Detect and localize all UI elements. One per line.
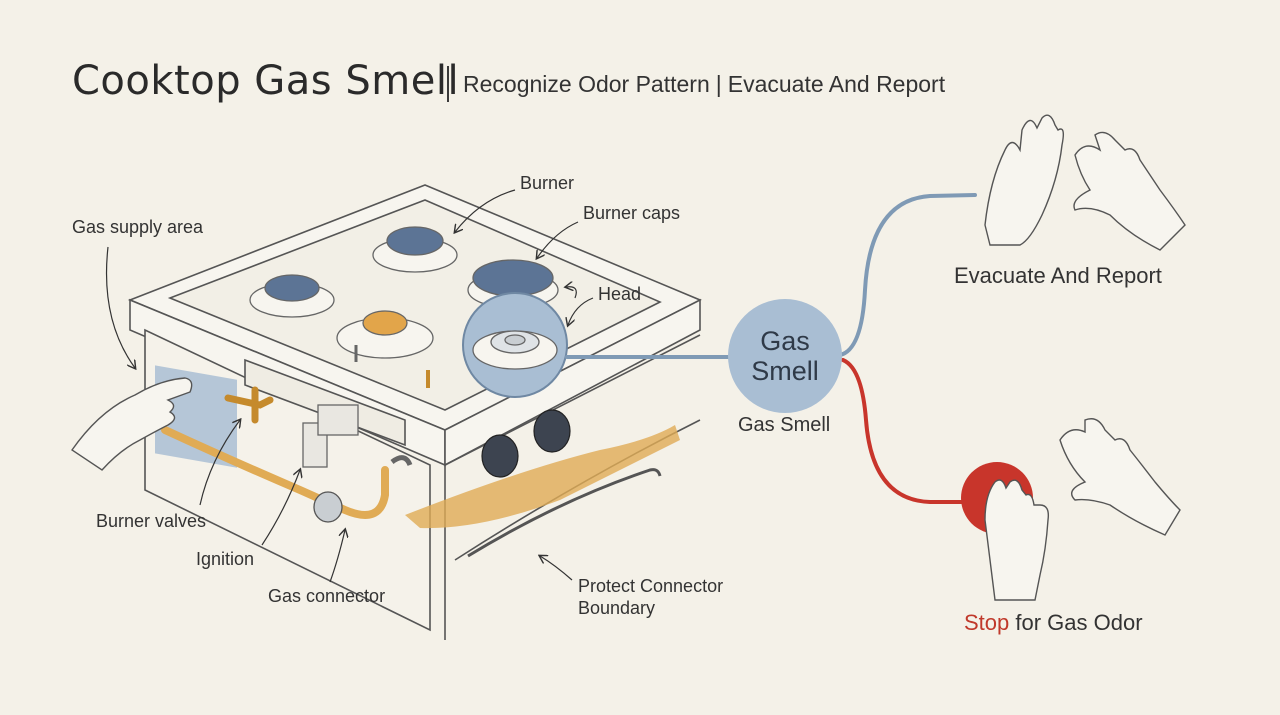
leader-head-up xyxy=(566,287,577,299)
stop-word: Stop xyxy=(964,610,1010,635)
connector-nut xyxy=(313,491,343,523)
outcome-evacuate-label: Evacuate And Report xyxy=(954,263,1162,288)
leader-burner-caps xyxy=(537,221,579,258)
connector-evacuate xyxy=(838,193,977,357)
control-knobs xyxy=(481,409,571,478)
subtitle-evacuate: Evacuate And Report xyxy=(727,71,946,97)
leader-burner xyxy=(455,189,516,232)
page-subtitle: Recognize Odor Pattern|Evacuate And Repo… xyxy=(463,71,945,98)
node-text-line1: Gas xyxy=(760,326,810,356)
valve-manifold-rail xyxy=(244,358,406,447)
leader-burner-valves xyxy=(199,420,240,506)
burner-cap-front-right xyxy=(472,259,554,297)
knob-right xyxy=(533,409,571,453)
brass-valve-fitting xyxy=(224,386,274,424)
burner-cap-back-right xyxy=(386,226,444,256)
leader-head xyxy=(568,297,594,325)
label-gas-supply-area: Gas supply area xyxy=(72,217,204,237)
subtitle-recognize: Recognize Odor Pattern xyxy=(463,71,710,97)
leader-protect-boundary xyxy=(540,556,573,581)
hand-evacuate-right xyxy=(1073,131,1186,251)
oven-handle xyxy=(467,468,662,558)
hand-stop-left xyxy=(984,479,1050,601)
valve-block xyxy=(317,404,359,436)
page-title: Cooktop Gas Smell xyxy=(72,58,460,104)
label-ignition: Ignition xyxy=(196,549,255,569)
label-leaders xyxy=(105,189,594,583)
subtitle-separator: | xyxy=(715,71,722,97)
label-burner: Burner xyxy=(520,173,575,193)
hands-stop xyxy=(984,418,1181,601)
title-divider xyxy=(447,66,449,102)
burner-cap-back-left xyxy=(264,274,320,302)
burner-cap-front-left xyxy=(362,310,408,336)
label-protect-line1: Protect Connector xyxy=(578,576,724,596)
outcome-stop-label: Stop for Gas Odor xyxy=(964,610,1143,636)
connector-stop xyxy=(841,358,972,504)
stop-rest: for Gas Odor xyxy=(1009,610,1143,635)
label-burner-valves: Burner valves xyxy=(96,511,207,531)
hand-evacuate-left xyxy=(984,114,1065,246)
hand-left-shape xyxy=(71,377,193,471)
gas-smell-node-text: Gas Smell xyxy=(735,326,835,386)
gas-smell-caption: Gas Smell xyxy=(738,414,831,436)
leader-gas-connector xyxy=(329,530,345,583)
gas-smell-node xyxy=(728,299,842,413)
hands-evacuate xyxy=(984,114,1186,251)
cooktop-side-edge xyxy=(444,298,701,467)
label-gas-connector: Gas connector xyxy=(268,586,386,606)
protect-connector-boundary-ribbon xyxy=(405,425,680,529)
leader-ignition xyxy=(261,470,300,546)
flow-connectors xyxy=(565,193,977,504)
shutoff-elbow xyxy=(390,455,413,467)
hand-left xyxy=(71,377,193,471)
label-protect-connector-boundary: Protect Connector Boundary xyxy=(578,575,723,619)
hand-stop-right xyxy=(1059,418,1181,536)
burner-head-center xyxy=(504,334,526,346)
gas-connector-hose xyxy=(161,426,389,519)
burners xyxy=(249,226,568,398)
leader-gas-supply xyxy=(105,246,135,368)
knob-left xyxy=(481,434,519,478)
label-protect-line2: Boundary xyxy=(578,598,656,618)
gas-plumbing xyxy=(161,386,680,529)
label-head: Head xyxy=(598,284,642,304)
label-burner-caps: Burner caps xyxy=(583,203,681,223)
node-text-line2: Smell xyxy=(751,356,819,386)
